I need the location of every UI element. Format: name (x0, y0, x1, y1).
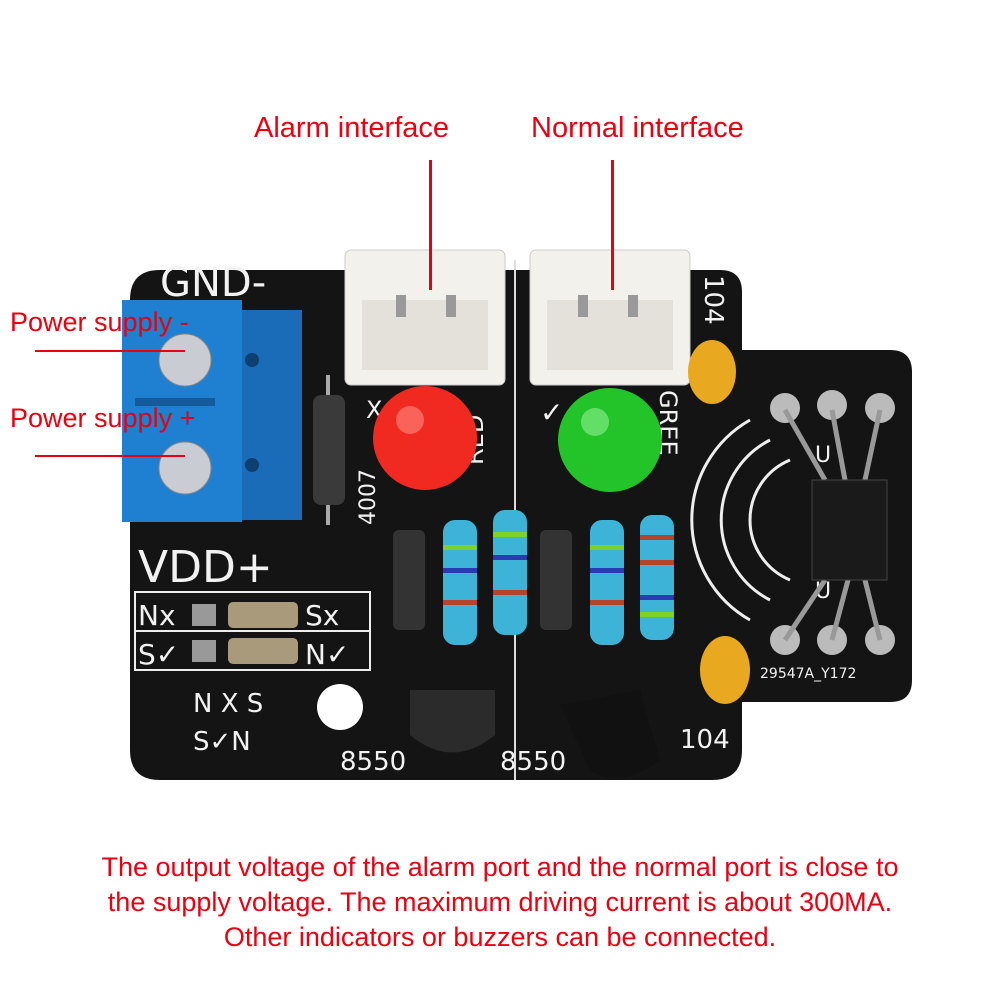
diode-1n4007 (313, 395, 345, 505)
jumper-nx-label: Nx (138, 599, 176, 632)
solder-bridge (228, 638, 298, 664)
vdd-label: VDD+ (138, 542, 273, 593)
power-minus-label: Power supply - (10, 307, 189, 337)
mounting-hole (317, 684, 363, 730)
caption-line-2: the supply voltage. The maximum driving … (107, 887, 893, 917)
solder-bridge (228, 602, 298, 628)
transistor-8550 (410, 690, 495, 753)
red-led (373, 386, 477, 490)
normal-connector (529, 249, 691, 386)
jumper-s-check-label: S✓ (138, 638, 179, 671)
diode-label: 4007 (356, 469, 381, 525)
jumper-n-check-label: N✓ (305, 638, 349, 671)
alarm-connector (344, 249, 506, 386)
jumper-pad (192, 640, 216, 662)
board-code: 29547A_Y172 (760, 666, 856, 682)
normal-interface-label: Normal interface (531, 112, 744, 144)
alarm-interface-label: Alarm interface (254, 112, 450, 144)
resistors (443, 510, 674, 645)
green-led (558, 388, 662, 492)
power-plus-label: Power supply + (10, 403, 196, 433)
diode (393, 530, 425, 630)
alarm-pointer-line (429, 160, 432, 290)
cap-top-label: 104 (698, 275, 728, 325)
transistor1-label: 8550 (340, 747, 406, 777)
diode (540, 530, 572, 630)
normal-pointer-line (611, 160, 614, 290)
power-plus-line (35, 455, 185, 457)
gnd-label: GND- (160, 260, 266, 306)
transistor-8550 (560, 690, 660, 778)
cap-bottom-label: 104 (680, 725, 730, 755)
mode-row1: N X S (193, 689, 263, 719)
terminal-block (122, 300, 302, 522)
transistor2-label: 8550 (500, 747, 566, 777)
capacitor (688, 340, 736, 404)
jumper-pad (192, 604, 216, 626)
capacitor (700, 636, 750, 704)
caption-line-3: Other indicators or buzzers can be conne… (223, 922, 777, 952)
mode-row2: S✓N (193, 727, 251, 757)
sensor-top-label: U (815, 443, 831, 468)
power-minus-line (35, 350, 185, 352)
hall-sensor (811, 479, 888, 581)
caption: The output voltage of the alarm port and… (0, 850, 1000, 955)
caption-line-1: The output voltage of the alarm port and… (101, 852, 899, 882)
normal-mark: ✓ (540, 396, 563, 429)
jumper-sx-label: Sx (305, 599, 339, 632)
